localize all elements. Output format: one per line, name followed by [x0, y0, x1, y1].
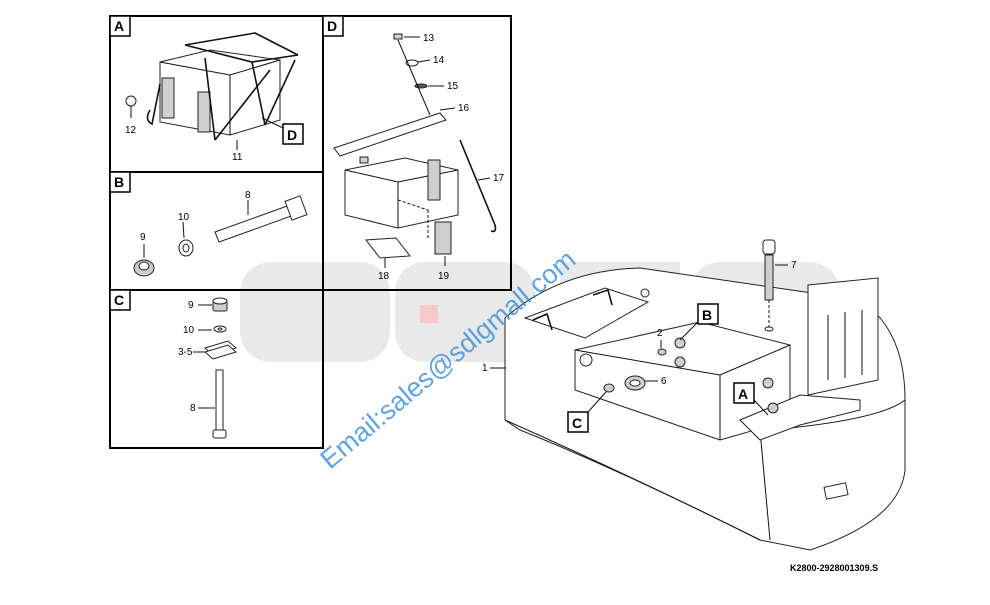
callout-d-18: 18 [378, 271, 390, 282]
callout-d-13: 13 [423, 33, 435, 44]
callout-d-17: 17 [493, 173, 505, 184]
callout-b-8: 8 [245, 190, 251, 201]
callout-c-10: 10 [183, 325, 195, 336]
main-ref-a: A [738, 386, 748, 402]
callout-c-8: 8 [190, 403, 196, 414]
shim-plates-c [203, 340, 238, 360]
battery-box-assembly [504, 239, 906, 551]
panel-a-ref-d: D [287, 127, 297, 143]
main-ref-c: C [572, 415, 582, 431]
callout-main-6: 6 [661, 376, 667, 387]
callout-main-1: 1 [482, 363, 488, 374]
panel-c: C 9 10 3-5 8 [109, 289, 324, 449]
callout-d-19: 19 [438, 271, 450, 282]
bolt-b [214, 195, 308, 243]
j-bolt [146, 83, 161, 126]
drawing-code: K2800-2928001309.S [790, 563, 878, 573]
callout-main-2: 2 [657, 328, 663, 339]
callout-c-3-5: 3-5 [178, 347, 193, 358]
callout-d-14: 14 [433, 55, 445, 66]
panel-d: D 13 14 15 16 17 [322, 15, 512, 291]
panel-a-letter: A [114, 18, 124, 34]
hold-down-frame [184, 32, 299, 141]
panel-b-letter: B [114, 174, 124, 190]
panel-d-letter: D [327, 18, 337, 34]
callout-main-7: 7 [791, 260, 797, 271]
j-rod-d [459, 139, 497, 233]
callout-d-15: 15 [447, 81, 459, 92]
callout-b-9: 9 [140, 232, 146, 243]
battery-d [344, 156, 459, 229]
battery-pair-a [159, 49, 281, 136]
nut-b [133, 259, 155, 277]
callout-c-9: 9 [188, 300, 194, 311]
panel-c-letter: C [114, 292, 124, 308]
callout-d-16: 16 [458, 103, 470, 114]
hold-bar-d [333, 112, 447, 157]
washer-c [213, 325, 227, 333]
eye-bolt [125, 95, 137, 118]
panel-a: A 12 11 D [109, 15, 324, 173]
block-d [434, 221, 452, 255]
main-ref-b: B [702, 307, 712, 323]
callout-a-12: 12 [125, 125, 137, 136]
fastener-stack-d [393, 33, 431, 116]
nut-c [212, 297, 228, 312]
callout-b-10: 10 [178, 212, 190, 223]
bolt-c [212, 369, 227, 439]
callout-a-11: 11 [232, 152, 243, 163]
pad-d [365, 237, 411, 259]
washer-b [178, 239, 194, 257]
